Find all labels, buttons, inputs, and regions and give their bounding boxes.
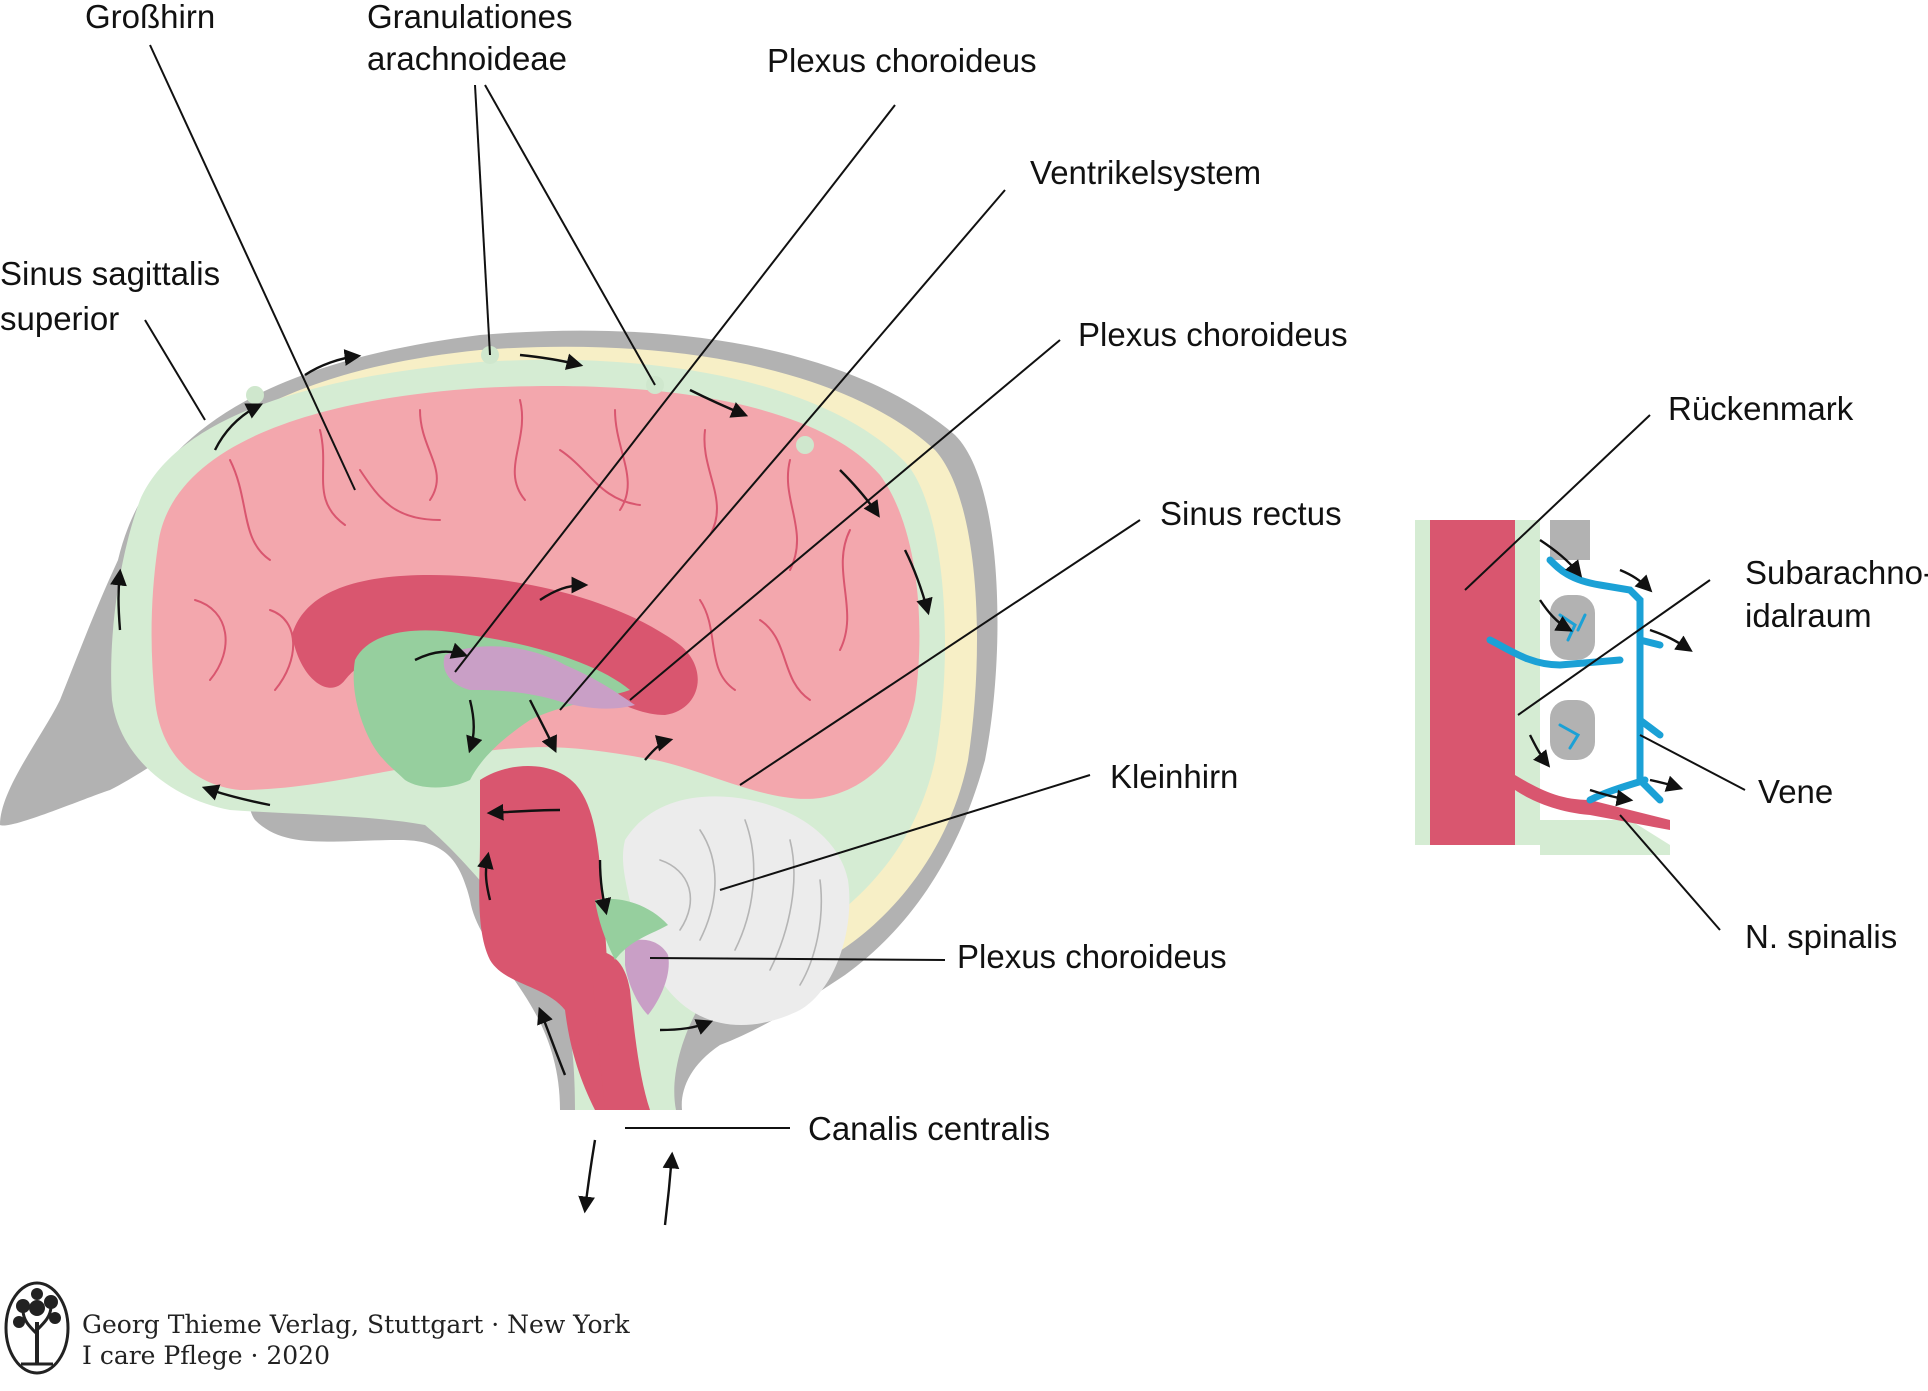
- label-canalis: Canalis centralis: [808, 1110, 1050, 1147]
- leader-plexus-low: [649, 957, 946, 961]
- leader-kleinhirn: [719, 774, 1091, 891]
- rueckenmark-shape: [1430, 520, 1515, 845]
- label-granulationes-1: Granulationes: [367, 0, 572, 35]
- inset-vertebra-top: [1550, 520, 1590, 560]
- medulla-canal: [590, 950, 650, 1110]
- inset-flow-arrows: [1528, 539, 1693, 807]
- footer-line-2: I care Pflege · 2020: [82, 1341, 330, 1370]
- leader-subarachnoidalraum: [1517, 579, 1711, 716]
- label-sinus-rectus: Sinus rectus: [1160, 495, 1342, 532]
- publisher-footer: Georg Thieme Verlag, Stuttgart · New Yor…: [4, 1281, 630, 1375]
- leader-vene: [1639, 734, 1746, 791]
- leader-plexus-mid: [629, 339, 1061, 701]
- label-sinus-sagittalis-1: Sinus sagittalis: [0, 255, 220, 292]
- diagram-labels: Großhirn Granulationes arachnoideae Plex…: [0, 0, 1928, 1147]
- label-vene: Vene: [1758, 773, 1833, 810]
- fourth-ventricle: [595, 898, 668, 960]
- footer-line-1: Georg Thieme Verlag, Stuttgart · New Yor…: [82, 1310, 630, 1339]
- vene-branches: [1486, 556, 1664, 804]
- gyri-lines: [194, 399, 851, 701]
- label-plexus-low: Plexus choroideus: [957, 938, 1227, 975]
- label-granulationes-2: arachnoideae: [367, 40, 567, 77]
- leader-sinus-rectus: [739, 519, 1141, 786]
- kleinhirn-folia: [659, 819, 823, 986]
- label-subarachnoidalraum-2: idalraum: [1745, 597, 1872, 634]
- plexus-ventricle: [443, 646, 635, 709]
- label-ventrikelsystem: Ventrikelsystem: [1030, 154, 1261, 191]
- label-subarachnoidalraum-1: Subarachno-: [1745, 554, 1928, 591]
- brain-sagittal-section: [0, 330, 998, 1226]
- leader-lines: [144, 44, 1746, 1129]
- leader-sinus-sagittalis: [144, 319, 206, 421]
- leader-granulationes-a: [474, 84, 491, 356]
- leader-rueckenmark: [1464, 414, 1651, 591]
- label-sinus-sagittalis-2: superior: [0, 300, 119, 337]
- label-plexus-top: Plexus choroideus: [767, 42, 1037, 79]
- leader-grosshirn: [149, 44, 356, 491]
- spinal-cord-inset: [1415, 520, 1693, 855]
- label-plexus-mid: Plexus choroideus: [1078, 316, 1348, 353]
- leader-n-spinalis: [1619, 814, 1721, 931]
- inset-vertebra-2: [1550, 700, 1595, 760]
- label-rueckenmark: Rückenmark: [1668, 390, 1854, 427]
- label-n-spinalis: N. spinalis: [1745, 918, 1897, 955]
- leader-ventrikelsystem: [559, 189, 1006, 711]
- leader-plexus-top: [454, 104, 896, 673]
- thieme-tree-logo-icon: [4, 1281, 70, 1375]
- csf-flow-arrows: [110, 349, 933, 1226]
- leader-granulationes-b: [484, 84, 656, 386]
- label-grosshirn: Großhirn: [85, 0, 215, 35]
- label-kleinhirn: Kleinhirn: [1110, 758, 1238, 795]
